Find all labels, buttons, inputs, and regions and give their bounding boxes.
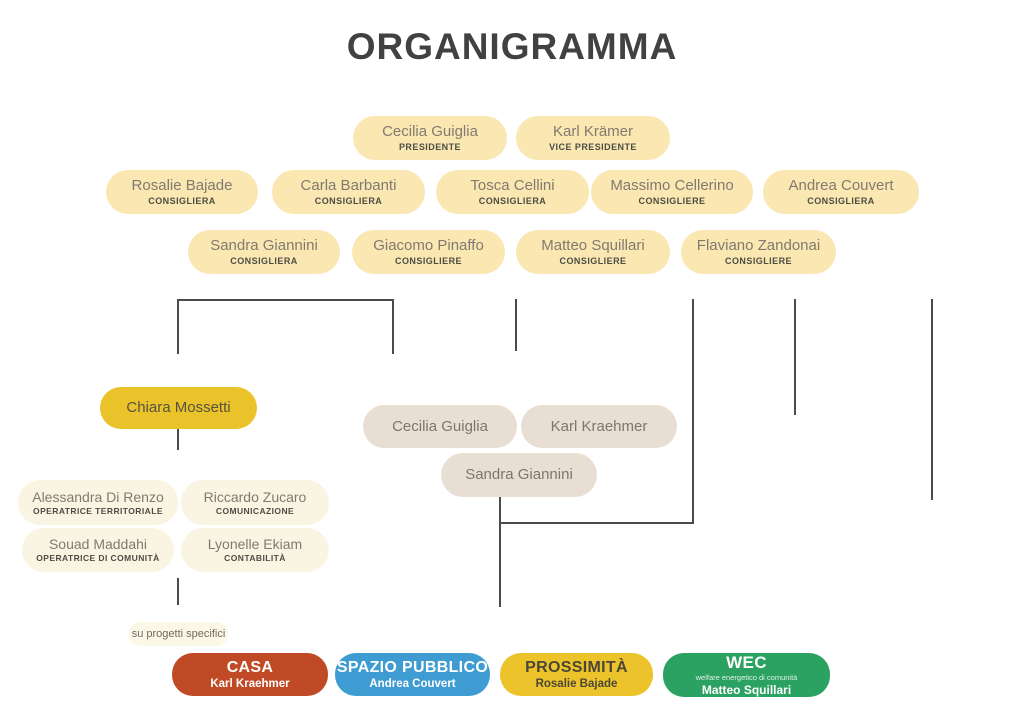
project-title: PROSSIMITÀ bbox=[525, 658, 628, 676]
person-role: CONSIGLIERA bbox=[807, 196, 875, 207]
project-lead: Andrea Couvert bbox=[369, 677, 456, 690]
connector-coordinator-stub bbox=[177, 429, 179, 450]
person-role: CONSIGLIERA bbox=[314, 196, 383, 207]
node-consigliera-andrea-couvert: Andrea Couvert CONSIGLIERA bbox=[763, 170, 919, 214]
node-consigliera-rosalie-bajade: Rosalie Bajade CONSIGLIERA bbox=[106, 170, 258, 214]
person-name: Matteo Squillari bbox=[541, 237, 645, 255]
person-name: Cecilia Guiglia bbox=[392, 417, 488, 435]
person-role: CONTABILITÀ bbox=[224, 553, 286, 564]
project-prossimita: PROSSIMITÀ Rosalie Bajade bbox=[500, 653, 653, 696]
person-role: VICE PRESIDENTE bbox=[549, 142, 637, 153]
project-lead: Rosalie Bajade bbox=[535, 677, 618, 690]
node-direction-sandra-giannini: Sandra Giannini bbox=[441, 453, 597, 497]
page-title: ORGANIGRAMMA bbox=[346, 26, 678, 67]
project-spazio-pubblico: SPAZIO PUBBLICO Andrea Couvert bbox=[335, 653, 490, 696]
node-direction-cecilia-guiglia: Cecilia Guiglia bbox=[363, 405, 517, 448]
person-name: Lyonelle Ekiam bbox=[207, 536, 303, 553]
person-role: CONSIGLIERE bbox=[638, 196, 706, 207]
person-role: CONSIGLIERA bbox=[148, 196, 216, 207]
connector-vertical-right-1 bbox=[794, 299, 796, 415]
node-staff-alessandra-di-renzo: Alessandra Di Renzo OPERATRICE TERRITORI… bbox=[18, 480, 178, 525]
node-consigliere-matteo-squillari: Matteo Squillari CONSIGLIERE bbox=[516, 230, 670, 274]
project-lead: Karl Kraehmer bbox=[210, 677, 290, 690]
person-name: Giacomo Pinaffo bbox=[373, 237, 484, 255]
person-role: CONSIGLIERE bbox=[395, 256, 462, 267]
person-name: Karl Krämer bbox=[552, 123, 634, 141]
project-casa: CASA Karl Kraehmer bbox=[172, 653, 328, 696]
project-lead: Matteo Squillari bbox=[701, 682, 792, 697]
connector-bracket-top bbox=[177, 299, 394, 301]
node-consigliere-massimo-cellerino: Massimo Cellerino CONSIGLIERE bbox=[591, 170, 753, 214]
project-title: CASA bbox=[226, 658, 274, 676]
connector-vertical-direction bbox=[692, 299, 694, 524]
node-vice-presidente: Karl Krämer VICE PRESIDENTE bbox=[516, 116, 670, 160]
person-name: Sandra Giannini bbox=[465, 466, 573, 484]
connector-vertical-right-2 bbox=[931, 299, 933, 500]
node-staff-lyonelle-ekiam: Lyonelle Ekiam CONTABILITÀ bbox=[181, 528, 329, 572]
person-role: CONSIGLIERE bbox=[725, 256, 792, 267]
connector-bracket-right-leg bbox=[392, 299, 394, 354]
note-su-progetti-specifici: su progetti specifici bbox=[129, 622, 228, 646]
person-name: Massimo Cellerino bbox=[610, 177, 734, 195]
person-role: COMUNICAZIONE bbox=[215, 505, 295, 516]
node-consigliera-carla-barbanti: Carla Barbanti CONSIGLIERA bbox=[272, 170, 425, 214]
node-consigliere-giacomo-pinaffo: Giacomo Pinaffo CONSIGLIERE bbox=[352, 230, 505, 274]
project-wec: WEC welfare energetico di comunità Matte… bbox=[663, 653, 830, 697]
person-role: OPERATRICE DI COMUNITÀ bbox=[36, 553, 160, 564]
node-consigliere-flaviano-zandonai: Flaviano Zandonai CONSIGLIERE bbox=[681, 230, 836, 274]
person-name: Riccardo Zucaro bbox=[203, 488, 307, 505]
person-role: CONSIGLIERA bbox=[230, 256, 298, 267]
person-name: Rosalie Bajade bbox=[131, 177, 233, 195]
person-name: Alessandra Di Renzo bbox=[32, 488, 164, 505]
person-name: Sandra Giannini bbox=[210, 237, 318, 255]
project-title: WEC bbox=[726, 653, 767, 673]
person-name: Flaviano Zandonai bbox=[696, 237, 821, 255]
connector-bracket-left-leg bbox=[177, 299, 179, 354]
node-coordinator-chiara-mossetti: Chiara Mossetti bbox=[100, 387, 257, 429]
connector-vertical-sandra bbox=[499, 497, 501, 607]
person-name: Tosca Cellini bbox=[470, 177, 555, 195]
node-direction-karl-kraehmer: Karl Kraehmer bbox=[521, 405, 677, 448]
note-label: su progetti specifici bbox=[131, 628, 226, 640]
person-name: Souad Maddahi bbox=[48, 536, 148, 553]
person-name: Carla Barbanti bbox=[300, 177, 397, 195]
person-role: CONSIGLIERE bbox=[559, 256, 627, 267]
node-staff-souad-maddahi: Souad Maddahi OPERATRICE DI COMUNITÀ bbox=[22, 528, 174, 572]
node-consigliera-sandra-giannini: Sandra Giannini CONSIGLIERA bbox=[188, 230, 340, 274]
project-title: SPAZIO PUBBLICO bbox=[336, 658, 489, 676]
node-presidente: Cecilia Guiglia PRESIDENTE bbox=[353, 116, 507, 160]
person-name: Andrea Couvert bbox=[788, 177, 894, 195]
connector-stub-center bbox=[515, 299, 517, 351]
connector-horizontal-branch bbox=[500, 522, 694, 524]
person-name: Cecilia Guiglia bbox=[382, 123, 478, 141]
person-role: CONSIGLIERA bbox=[478, 196, 547, 207]
person-name: Chiara Mossetti bbox=[126, 399, 231, 417]
node-staff-riccardo-zucaro: Riccardo Zucaro COMUNICAZIONE bbox=[181, 480, 329, 525]
project-subtitle: welfare energetico di comunità bbox=[695, 672, 798, 682]
connector-staff-stub bbox=[177, 578, 179, 605]
person-name: Karl Kraehmer bbox=[550, 417, 648, 435]
person-role: OPERATRICE TERRITORIALE bbox=[33, 505, 163, 516]
node-consigliera-tosca-cellini: Tosca Cellini CONSIGLIERA bbox=[436, 170, 589, 214]
person-role: PRESIDENTE bbox=[398, 142, 461, 153]
